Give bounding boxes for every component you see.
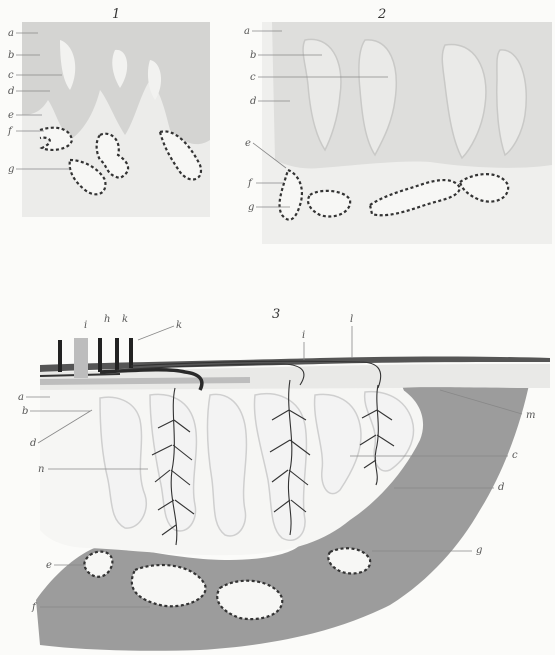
figure-1-label-d: d bbox=[8, 86, 14, 97]
figure-3-label-d2: d bbox=[498, 482, 504, 493]
figure-3: 3 bbox=[18, 307, 550, 651]
figure-3-label-m: m bbox=[526, 410, 535, 421]
figure-3-label-k2: k bbox=[176, 320, 182, 331]
figure-1: 1 a b c d e f g bbox=[7, 7, 210, 217]
figure-3-number: 3 bbox=[272, 307, 280, 322]
figure-1-label-g: g bbox=[8, 164, 14, 175]
figure-3-label-k: k bbox=[122, 314, 128, 325]
figure-3-duct bbox=[74, 338, 88, 378]
figure-3-label-d: d bbox=[30, 438, 36, 449]
figure-1-label-c: c bbox=[8, 70, 14, 81]
figure-2-label-f: f bbox=[247, 178, 254, 189]
figure-2-label-a: a bbox=[244, 26, 250, 37]
figure-1-number: 1 bbox=[112, 7, 120, 22]
figure-3-label-b: b bbox=[22, 406, 28, 417]
figure-3-band bbox=[40, 380, 250, 382]
figure-1-label-b: b bbox=[8, 50, 14, 61]
figure-2: 2 a b c d e f g bbox=[244, 7, 552, 244]
figure-3-label-n: n bbox=[38, 464, 44, 475]
figure-3-label-g: g bbox=[476, 545, 482, 556]
figure-3-label-c: c bbox=[512, 450, 518, 461]
figure-2-label-d: d bbox=[250, 96, 256, 107]
figure-3-label-i2: i bbox=[302, 330, 305, 341]
figure-1-label-f: f bbox=[7, 126, 14, 137]
figure-1-label-a: a bbox=[8, 28, 14, 39]
figure-3-label-i: i bbox=[84, 320, 87, 331]
figure-3-label-e: e bbox=[46, 560, 52, 571]
figure-1-label-e: e bbox=[8, 110, 14, 121]
figure-2-label-e: e bbox=[245, 138, 251, 149]
figure-3-label-a: a bbox=[18, 392, 24, 403]
figure-3-label-l: l bbox=[350, 314, 353, 325]
figure-2-label-g: g bbox=[248, 202, 254, 213]
figure-3-label-h: h bbox=[104, 314, 110, 325]
figure-2-number: 2 bbox=[377, 7, 386, 22]
figure-3-top-labels: i h k k i l bbox=[84, 314, 353, 360]
figure-2-label-b: b bbox=[250, 50, 256, 61]
figure-2-label-c: c bbox=[250, 72, 256, 83]
